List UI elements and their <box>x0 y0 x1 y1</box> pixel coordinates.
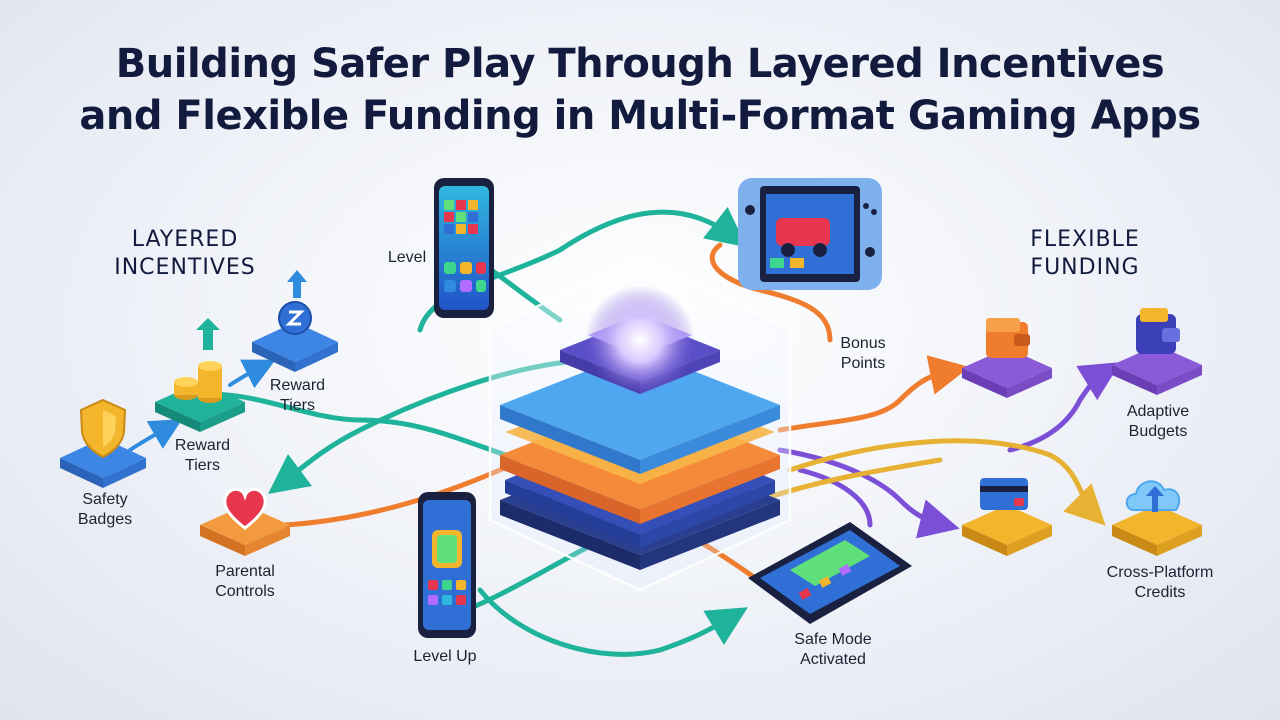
tablet-device <box>748 522 912 624</box>
tile-adaptive-budgets <box>1112 345 1202 395</box>
flexible-funding-heading-line-1: FLEXIBLE <box>1030 227 1140 252</box>
phone-level-up-device <box>418 492 476 638</box>
flexible-funding-heading: FLEXIBLE FUNDING <box>1000 226 1170 282</box>
diagram-title: Building Safer Play Through Layered Ince… <box>0 38 1280 142</box>
orange-flow-bonus <box>709 242 833 343</box>
tile-credit-card <box>962 505 1052 556</box>
purple-flow-tablet <box>797 467 873 528</box>
level-label: Level <box>387 249 427 266</box>
blue-flow-coins-to-tier <box>228 359 276 389</box>
cloud-upload-icon <box>1125 480 1181 512</box>
handheld-console-device <box>738 178 882 290</box>
tier-badge-icon <box>278 270 312 335</box>
orange-flow-to-wallet <box>777 355 970 433</box>
level-up-label: Level Up <box>413 648 477 665</box>
heart-icon <box>223 487 267 530</box>
layer-cyan <box>500 350 780 474</box>
shield-icon <box>79 398 127 459</box>
flexible-funding-heading-line-2: FUNDING <box>1030 255 1140 280</box>
teal-flow-to-tablet <box>477 587 748 657</box>
tile-reward-tiers-badge <box>252 322 338 372</box>
phone-level-device <box>434 178 494 318</box>
credit-card-icon <box>980 478 1028 510</box>
gold-flow-to-credits <box>787 438 1106 526</box>
title-line-1: Building Safer Play Through Layered Ince… <box>115 41 1165 87</box>
budget-wallet-icon <box>1136 308 1180 354</box>
title-line-2: and Flexible Funding in Multi-Format Gam… <box>79 93 1201 139</box>
coin-stack-icon <box>174 318 222 403</box>
layered-incentives-heading-line-1: LAYERED <box>131 227 239 252</box>
layered-incentives-heading-line-2: INCENTIVES <box>114 255 256 280</box>
core-glow <box>585 285 695 395</box>
teal-flow-left-incentives <box>172 391 523 463</box>
blue-flow-shield-to-coins <box>128 418 183 452</box>
tile-wallet <box>962 348 1052 398</box>
layered-core-cube <box>488 253 792 592</box>
purple-flow-to-budgets <box>1007 362 1121 453</box>
wallet-icon <box>986 318 1030 358</box>
layered-incentives-heading: LAYERED INCENTIVES <box>95 226 275 282</box>
tile-cross-platform <box>1112 505 1202 556</box>
